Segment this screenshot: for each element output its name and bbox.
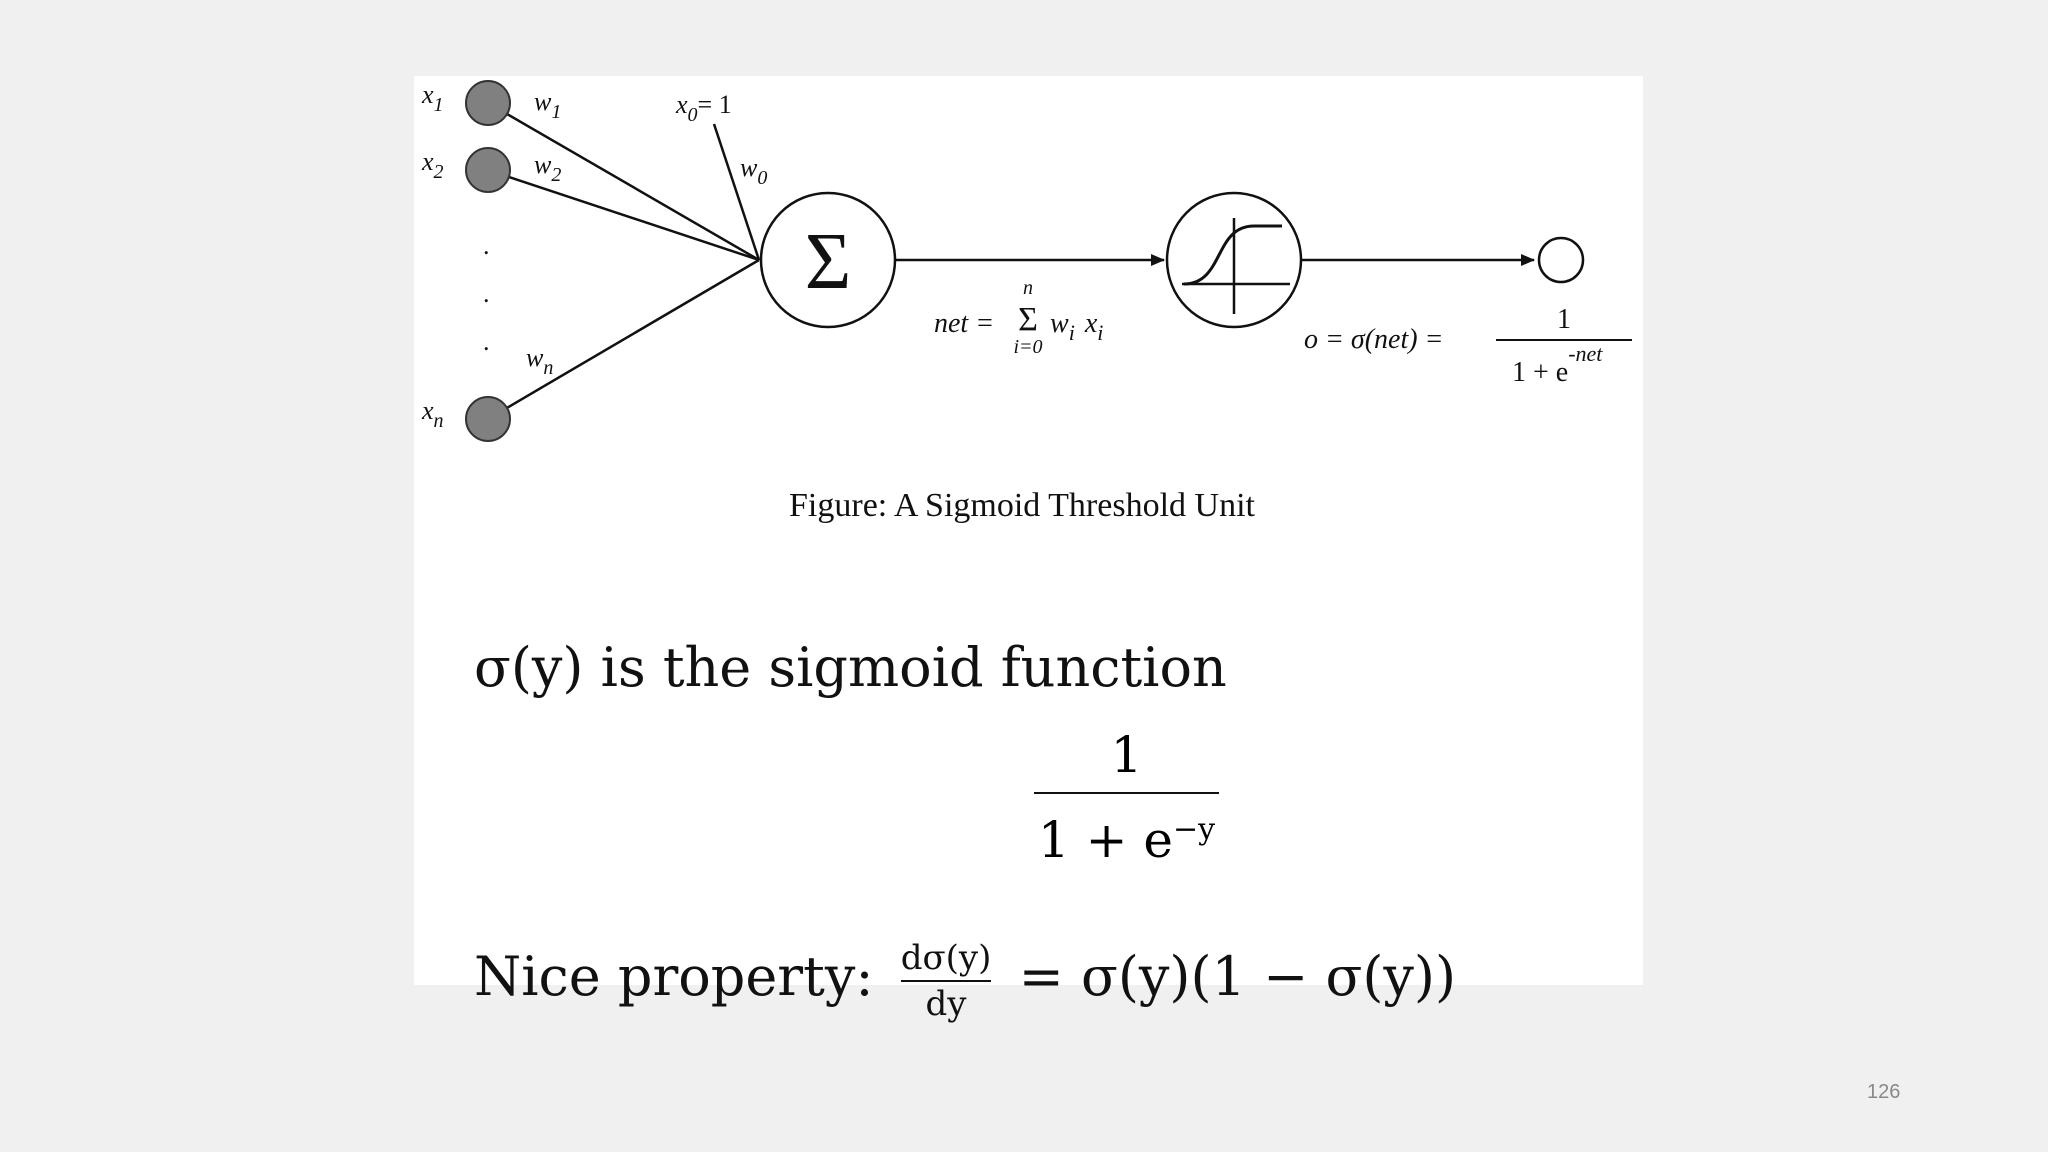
sigmoid-fraction-bar xyxy=(1034,792,1219,794)
sigmoid-fraction-exponent: −y xyxy=(1173,812,1216,847)
sigmoid-fraction: 1 1 + e−y xyxy=(1034,726,1219,870)
net-sum-top: n xyxy=(1023,277,1033,299)
edge-x2 xyxy=(487,168,760,262)
derivative-denominator: dy xyxy=(925,984,967,1024)
ellipsis-dot: . xyxy=(483,327,490,356)
net-sum-symbol: Σ xyxy=(1018,301,1038,338)
input-label-xn: xn xyxy=(421,396,444,432)
sigmoid-curve-icon xyxy=(1183,224,1282,286)
derivative-fraction: dσ(y) dy xyxy=(900,938,992,1024)
perceptron-diagram: . . . x1 x2 xn w1 w2 wn x0= 1 w0 xyxy=(421,80,1632,524)
output-node xyxy=(1537,236,1585,284)
edge-bias xyxy=(712,123,761,261)
sigmoid-description: is the sigmoid function xyxy=(583,636,1227,699)
derivative-numerator: dσ(y) xyxy=(900,938,992,978)
output-fraction-numerator: 1 xyxy=(1557,304,1571,335)
bias-weight-label: w0 xyxy=(740,153,767,189)
sigmoid-symbol: σ(y) xyxy=(474,636,584,699)
sigmoid-fraction-numerator: 1 xyxy=(1110,726,1143,784)
ellipsis-dot: . xyxy=(483,231,490,260)
weight-label-w1: w1 xyxy=(534,87,561,123)
input-node-x2 xyxy=(465,147,511,193)
edge-xn xyxy=(487,258,760,421)
net-sum-bottom: i=0 xyxy=(1013,336,1042,358)
weight-label-wn: wn xyxy=(526,343,553,379)
output-formula-lhs: o = σ(net) = xyxy=(1304,324,1443,355)
bias-input-label: x0= 1 xyxy=(675,90,732,126)
nice-property-label: Nice property: xyxy=(474,945,891,1008)
sigmoid-definition-line: σ(y) is the sigmoid function xyxy=(474,636,1227,699)
input-node-xn xyxy=(465,396,511,442)
figure-caption: Figure: A Sigmoid Threshold Unit xyxy=(789,487,1256,524)
input-label-x2: x2 xyxy=(421,147,444,183)
edge-x1 xyxy=(487,101,760,262)
sigma-symbol: Σ xyxy=(805,218,852,306)
ellipsis-dot: . xyxy=(483,279,490,308)
input-node-x1 xyxy=(465,80,511,126)
derivative-rhs: = σ(y)(1 − σ(y)) xyxy=(1001,945,1457,1008)
nice-property-line: Nice property: dσ(y) dy = σ(y)(1 − σ(y)) xyxy=(474,938,1456,1024)
page-number: 126 xyxy=(1867,1081,1901,1103)
slide-figure: . . . x1 x2 xn w1 w2 wn x0= 1 w0 xyxy=(414,76,1643,1024)
output-fraction-denominator: 1 + e-net xyxy=(1512,341,1603,388)
weight-label-w2: w2 xyxy=(534,150,561,186)
input-label-x1: x1 xyxy=(421,80,444,116)
net-label: net = xyxy=(934,308,994,339)
sigmoid-fraction-denominator: 1 + e−y xyxy=(1037,811,1216,869)
